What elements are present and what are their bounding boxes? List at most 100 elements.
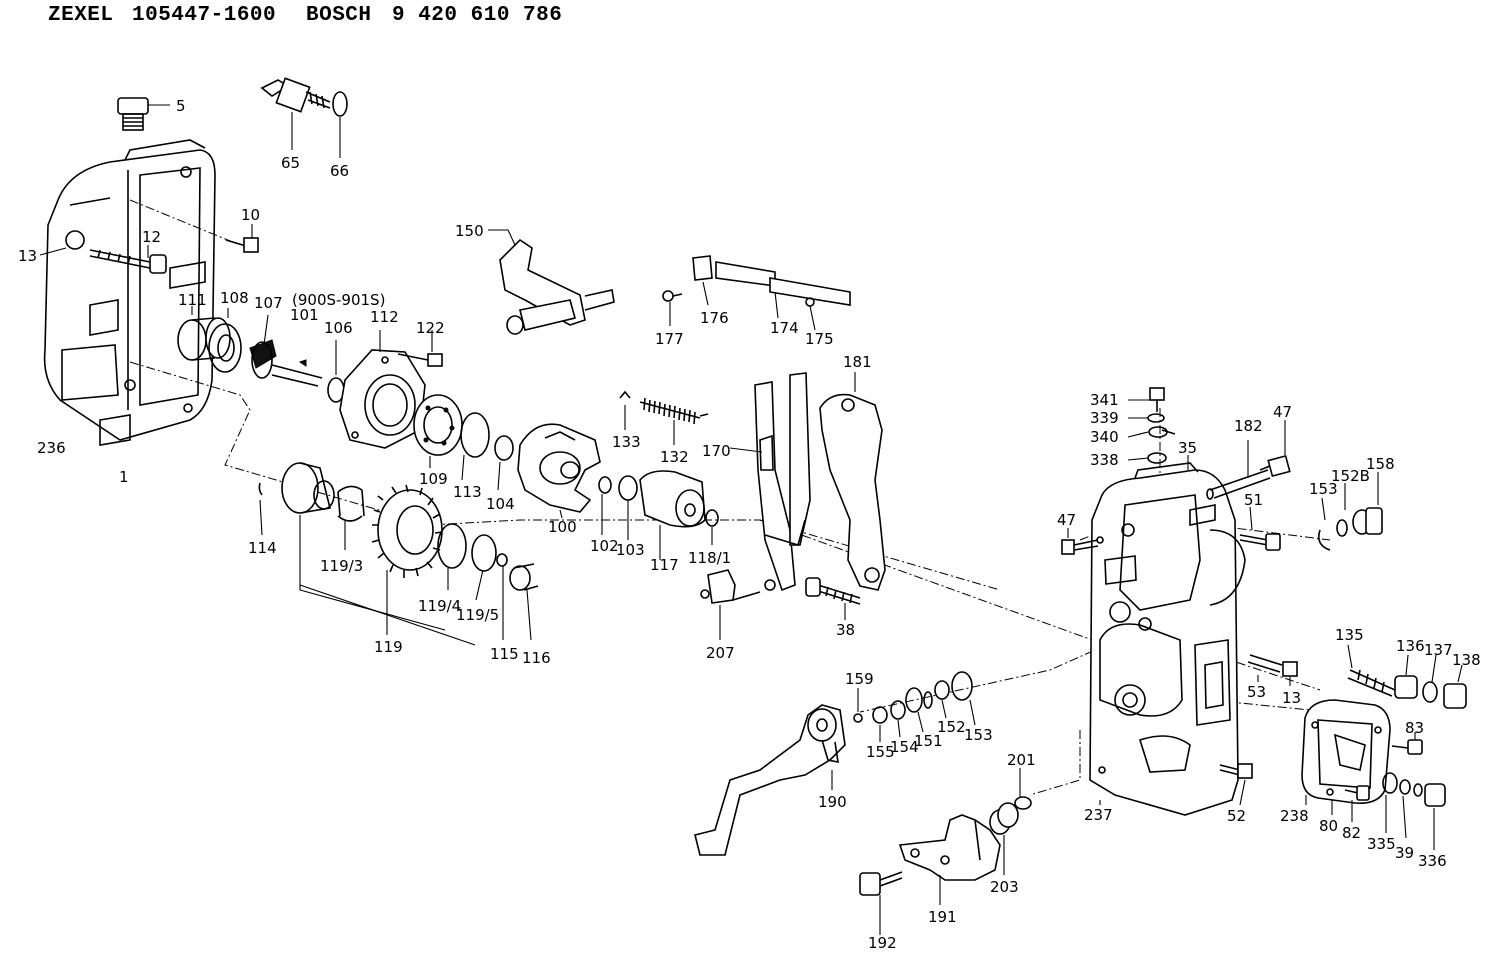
callout-12: 12 xyxy=(142,228,161,246)
part-number-bosch: 9 420 610 786 xyxy=(392,4,563,27)
callout-136: 136 xyxy=(1396,637,1425,655)
callout-83: 83 xyxy=(1405,719,1424,737)
governor-springs xyxy=(619,390,709,445)
callout-201: 201 xyxy=(1007,751,1036,769)
callout-236: 236 xyxy=(37,439,66,457)
callout-203: 203 xyxy=(990,878,1019,896)
callout-122: 122 xyxy=(416,319,445,337)
callout-174: 174 xyxy=(770,319,799,337)
drive-shaft-assembly xyxy=(177,306,345,403)
callout-10: 10 xyxy=(241,206,260,224)
callout-100: 100 xyxy=(548,518,577,536)
callout-116: 116 xyxy=(522,649,551,667)
callout-154: 154 xyxy=(890,738,919,756)
callout-192: 192 xyxy=(868,934,897,952)
callout-39: 39 xyxy=(1395,844,1414,862)
callout-335: 335 xyxy=(1367,835,1396,853)
callout-119-3: 119/3 xyxy=(320,557,363,575)
adjusting-screw-right xyxy=(1247,644,1467,709)
callout-181: 181 xyxy=(843,353,872,371)
callout-47-upper: 47 xyxy=(1273,403,1292,421)
callout-339: 339 xyxy=(1090,409,1119,427)
screw-bolts-upper-left xyxy=(39,224,259,274)
callout-13-left: 13 xyxy=(18,247,37,265)
callout-82: 82 xyxy=(1342,824,1361,842)
callout-52: 52 xyxy=(1227,807,1246,825)
callout-132: 132 xyxy=(660,448,689,466)
callout-153-upper: 153 xyxy=(1309,480,1338,498)
stop-screw-cap xyxy=(1317,472,1383,551)
gear-train xyxy=(258,462,539,646)
callout-118-1: 118/1 xyxy=(688,549,731,567)
sliding-sleeve-assembly xyxy=(598,470,719,560)
callout-117: 117 xyxy=(650,556,679,574)
callout-38: 38 xyxy=(836,621,855,639)
callout-1: 1 xyxy=(119,468,129,486)
callout-51: 51 xyxy=(1244,491,1263,509)
control-lever-shaft xyxy=(488,229,615,335)
callout-155: 155 xyxy=(866,743,895,761)
callout-101: 101 xyxy=(290,306,319,324)
callout-66: 66 xyxy=(330,162,349,180)
brand-bosch: BOSCH xyxy=(306,4,372,27)
callout-151: 151 xyxy=(914,732,943,750)
callout-111: 111 xyxy=(178,291,207,309)
bearings-and-rings xyxy=(413,394,514,491)
top-screw-stack xyxy=(1127,387,1176,464)
drawing-header: ZEXEL 105447-1600 BOSCH 9 420 610 786 xyxy=(48,4,562,119)
callout-107: 107 xyxy=(254,294,283,312)
callout-53: 53 xyxy=(1247,683,1266,701)
callout-177: 177 xyxy=(655,330,684,348)
callout-106: 106 xyxy=(324,319,353,337)
callout-137: 137 xyxy=(1424,641,1453,659)
callout-112: 112 xyxy=(370,308,399,326)
callout-104: 104 xyxy=(486,495,515,513)
callout-153-lower: 153 xyxy=(964,726,993,744)
oil-plug xyxy=(117,97,170,131)
callout-340: 340 xyxy=(1090,428,1119,446)
callout-190: 190 xyxy=(818,793,847,811)
adjusting-screw xyxy=(260,77,348,158)
callout-336: 336 xyxy=(1418,852,1447,870)
callout-150: 150 xyxy=(455,222,484,240)
end-cover-plate xyxy=(1219,699,1446,850)
callout-13-right: 13 xyxy=(1282,689,1301,707)
callout-labels: 5 65 66 10 12 13 111 108 107 (900S-901S)… xyxy=(18,97,1481,952)
callout-238: 238 xyxy=(1280,807,1309,825)
callout-35: 35 xyxy=(1178,439,1197,457)
callout-119: 119 xyxy=(374,638,403,656)
governor-levers xyxy=(700,372,886,640)
callout-65: 65 xyxy=(281,154,300,172)
callout-182: 182 xyxy=(1234,417,1263,435)
governor-housing xyxy=(43,139,216,446)
lower-bracket xyxy=(859,768,1032,935)
callout-237: 237 xyxy=(1084,806,1113,824)
callout-108: 108 xyxy=(220,289,249,307)
callout-115: 115 xyxy=(490,645,519,663)
callout-338: 338 xyxy=(1090,451,1119,469)
callout-135: 135 xyxy=(1335,626,1364,644)
callout-114: 114 xyxy=(248,539,277,557)
callout-47-left: 47 xyxy=(1057,511,1076,529)
callout-152b: 152B xyxy=(1331,467,1370,485)
brand-zexel: ZEXEL xyxy=(48,4,114,27)
callout-207: 207 xyxy=(706,644,735,662)
callout-175: 175 xyxy=(805,330,834,348)
callout-102: 102 xyxy=(590,537,619,555)
part-number-zexel: 105447-1600 xyxy=(132,4,277,27)
callout-341: 341 xyxy=(1090,391,1119,409)
callout-119-5: 119/5 xyxy=(456,606,499,624)
callout-152: 152 xyxy=(937,718,966,736)
callout-5: 5 xyxy=(176,97,186,115)
callout-170: 170 xyxy=(702,442,731,460)
control-lever-arm xyxy=(694,671,976,856)
flange-housing xyxy=(339,330,443,449)
callout-138: 138 xyxy=(1452,651,1481,669)
callout-119-4: 119/4 xyxy=(418,597,461,615)
housing-bolts-upper xyxy=(1061,420,1291,555)
link-plate-assembly xyxy=(662,255,851,331)
callout-176: 176 xyxy=(700,309,729,327)
callout-variant-note: (900S-901S) xyxy=(292,291,385,309)
callout-159: 159 xyxy=(845,670,874,688)
